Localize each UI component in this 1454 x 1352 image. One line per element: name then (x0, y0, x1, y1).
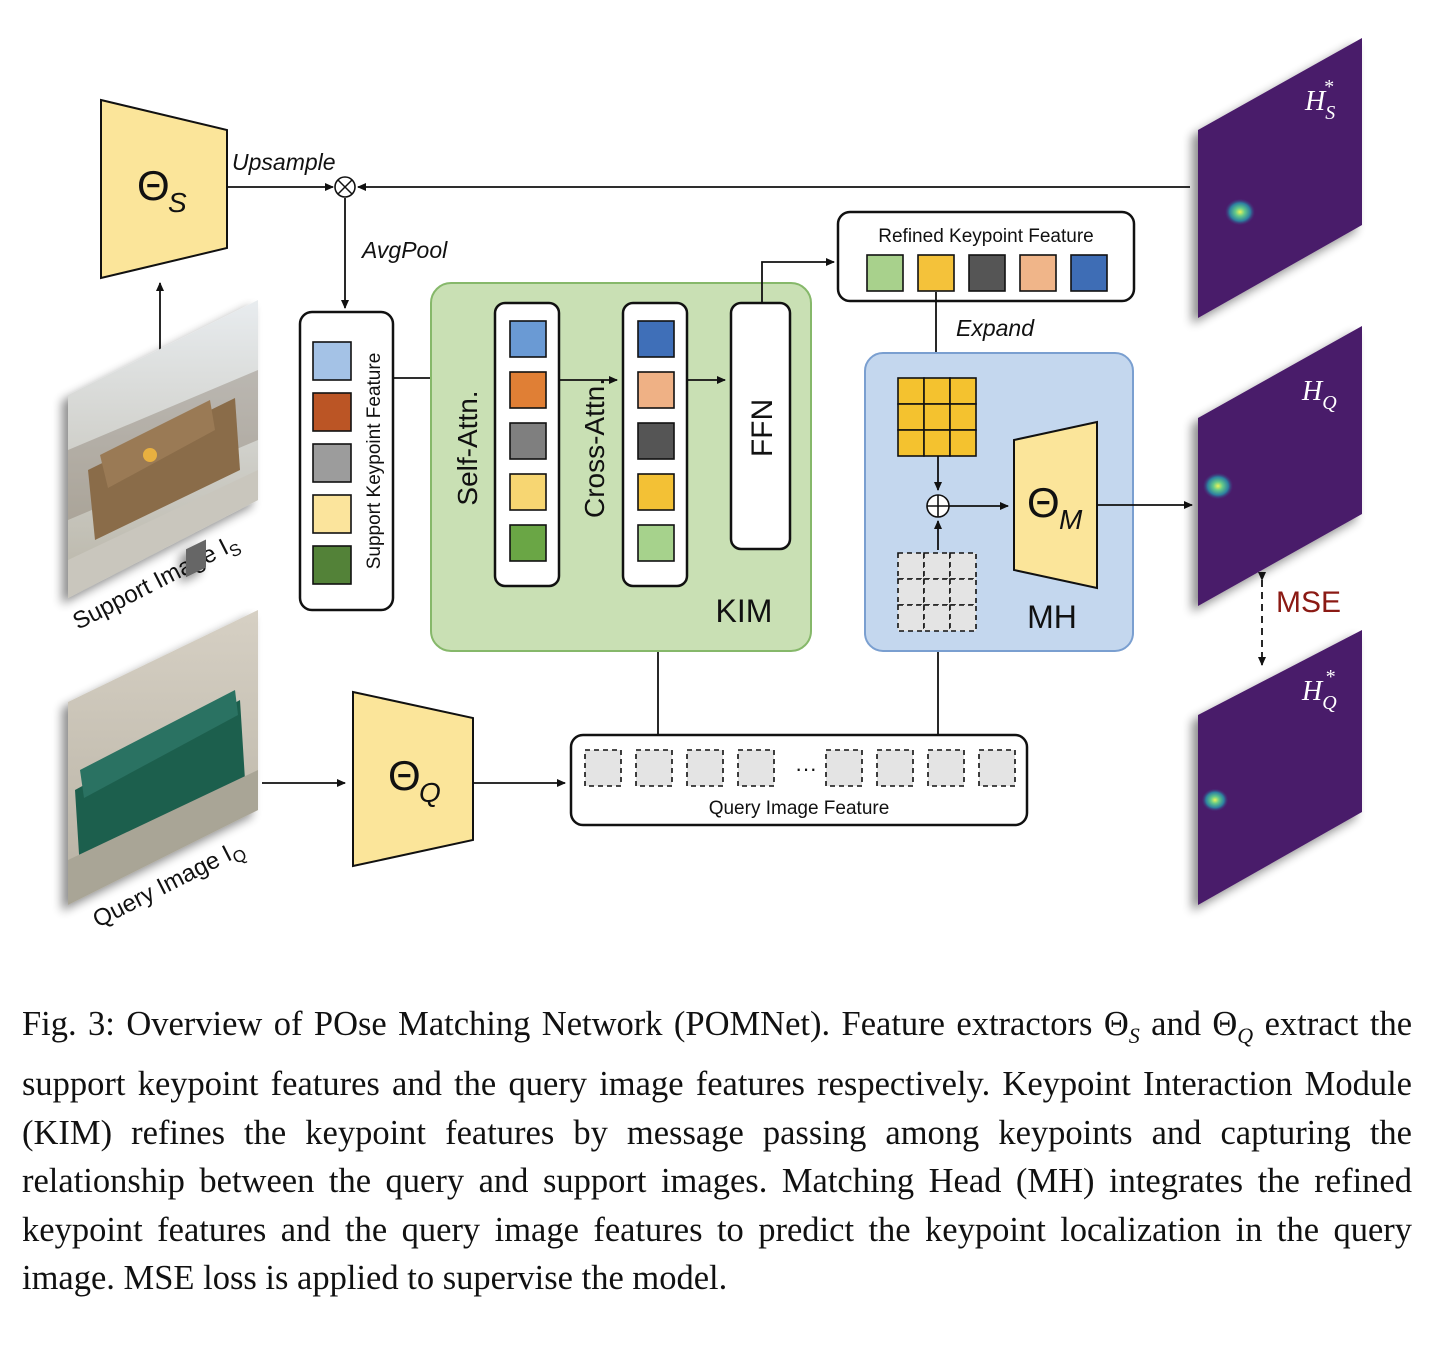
expanded-grid-cell (949, 403, 977, 431)
heatmap-query-pred (1198, 326, 1362, 606)
query-grid-cell (923, 552, 951, 580)
mh-module: MH Θ M (864, 352, 1134, 652)
heatmap-query-gt (1198, 630, 1362, 905)
caption-text-1: Overview of POse Matching Network (POMNe… (114, 1005, 1104, 1043)
self-attn-token (509, 422, 547, 460)
query-image-token (737, 749, 775, 787)
query-image-token (825, 749, 863, 787)
cross-attn-token (637, 524, 675, 562)
query-encoder-sub: Q (419, 777, 441, 808)
query-encoder-symbol: Θ (388, 752, 421, 799)
refined-keypoint-token (968, 254, 1006, 292)
expanded-grid-cell (923, 377, 951, 405)
mse-label: MSE (1276, 586, 1341, 619)
query-grid-cell (949, 578, 977, 606)
cross-attn-token (637, 371, 675, 409)
refined-keypoint-token (1070, 254, 1108, 292)
query-image-feature: ··· Query Image Feature (569, 733, 1029, 827)
query-grid-cell (923, 578, 951, 606)
heatmap-query-gt-label: HQ* (1301, 666, 1337, 714)
query-ellipsis: ··· (795, 756, 817, 781)
mh-label: MH (1027, 599, 1077, 635)
caption-theta-q: ΘQ (1212, 1005, 1254, 1048)
expand-label: Expand (956, 315, 1035, 341)
heatmap-query-pred-label: HQ (1301, 376, 1337, 414)
support-keypoint-token (312, 341, 352, 381)
matching-encoder-symbol: Θ (1027, 479, 1060, 526)
cross-attn-token (637, 422, 675, 460)
query-image-token (876, 749, 914, 787)
self-attn-token (509, 473, 547, 511)
matching-encoder-sub: M (1059, 504, 1083, 535)
query-image-token (635, 749, 673, 787)
pomnet-diagram: Θ S Upsample AvgPool Support Image IS Qu… (68, 38, 1362, 933)
kim-module: KIM Self-Attn. Cross-Attn. FFN (430, 282, 812, 652)
upsample-label: Upsample (232, 149, 336, 175)
refined-keypoint-token (917, 254, 955, 292)
caption-text-2: and (1139, 1005, 1213, 1043)
cross-attn-token (637, 320, 675, 358)
query-image-token (978, 749, 1016, 787)
avgpool-label: AvgPool (360, 237, 448, 263)
expanded-grid-cell (949, 429, 977, 457)
query-encoder: Θ Q (352, 690, 474, 868)
query-grid-cell (897, 552, 925, 580)
cross-attn-token (637, 473, 675, 511)
query-image-token (584, 749, 622, 787)
self-attn-token (509, 320, 547, 358)
support-keypoint-token (312, 545, 352, 585)
refined-keypoint-token (866, 254, 904, 292)
refined-keypoint-token (1019, 254, 1057, 292)
expanded-grid-cell (897, 429, 925, 457)
caption-theta-s: ΘS (1103, 1005, 1140, 1048)
self-attn-label: Self-Attn. (452, 390, 483, 505)
query-feature-grid (897, 552, 977, 632)
support-keypoint-feature: Support Keypoint Feature (298, 310, 395, 612)
kim-label: KIM (716, 593, 773, 629)
refined-keypoint-feature-label: Refined Keypoint Feature (878, 226, 1093, 247)
ffn-block (729, 301, 792, 551)
matching-encoder (1013, 420, 1098, 590)
support-encoder-sub: S (168, 187, 187, 218)
expanded-grid-cell (923, 429, 951, 457)
refined-keypoint-feature: Refined Keypoint Feature (836, 210, 1136, 303)
expanded-grid-cell (897, 377, 925, 405)
expanded-grid-cell (949, 377, 977, 405)
support-keypoint-feature-label: Support Keypoint Feature (364, 353, 385, 570)
support-image (68, 300, 258, 598)
query-grid-cell (897, 578, 925, 606)
query-image-feature-label: Query Image Feature (709, 798, 890, 819)
expanded-grid-cell (897, 403, 925, 431)
query-image-token (927, 749, 965, 787)
query-image (68, 539, 258, 905)
query-grid-cell (897, 604, 925, 632)
support-encoder: Θ S (100, 98, 228, 280)
ffn-label: FFN (746, 399, 779, 457)
query-grid-cell (949, 604, 977, 632)
self-attn-token (509, 524, 547, 562)
query-grid-cell (923, 604, 951, 632)
caption-fig-number: Fig. 3: (22, 1005, 115, 1043)
support-keypoint-token (312, 494, 352, 534)
support-keypoint-token (312, 443, 352, 483)
query-grid-cell (949, 552, 977, 580)
caption-text-3: extract the support keypoint features an… (22, 1005, 1413, 1298)
query-image-token (686, 749, 724, 787)
expanded-keypoint-grid (897, 377, 977, 457)
cross-attn-label: Cross-Attn. (579, 378, 610, 518)
heatmap-support-gt-label: HS* (1304, 76, 1335, 124)
support-keypoint-token (312, 392, 352, 432)
heatmap-support-gt (1198, 38, 1362, 318)
ffn-to-refined-arrow (761, 258, 835, 303)
expanded-grid-cell (923, 403, 951, 431)
figure-caption: Fig. 3: Overview of POse Matching Networ… (22, 1000, 1412, 1303)
support-encoder-symbol: Θ (137, 162, 170, 209)
self-attn-token (509, 371, 547, 409)
